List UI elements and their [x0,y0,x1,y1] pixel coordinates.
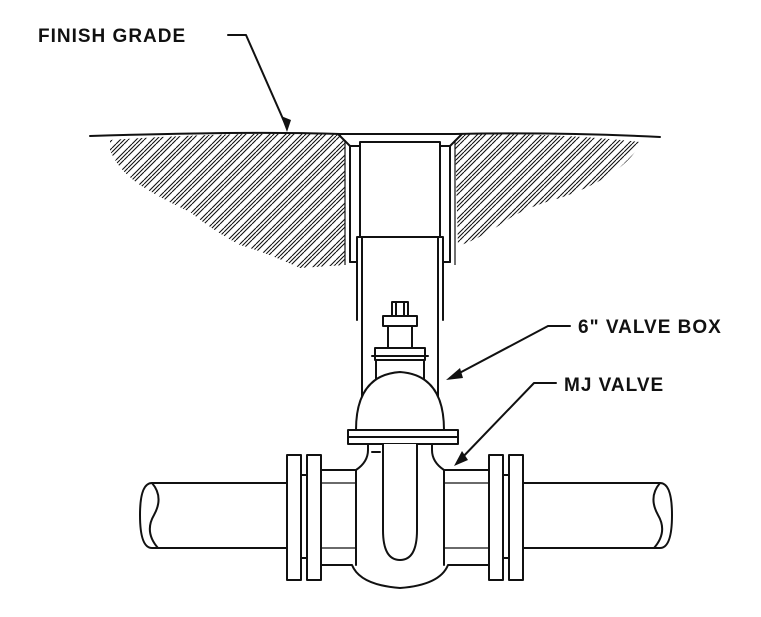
mj-valve-arrowhead [454,451,468,466]
pipe-left [139,482,291,549]
operating-nut [371,301,429,386]
flange-left-outer [286,454,302,581]
valve-box-leader [449,325,571,379]
finish-grade-label: FINISH GRADE [38,26,186,47]
pipe-right [519,482,673,549]
flange-left-inner [300,454,322,581]
valve-bonnet [355,371,445,431]
finish-grade-leader [227,34,288,129]
mj-valve-leader [457,382,557,463]
gate-wedge [382,443,418,561]
flange-right-outer [502,454,524,581]
mj-valve-label: MJ VALVE [564,375,664,396]
soil-left [110,133,345,268]
flange-right-inner [488,454,504,581]
valve-box [337,133,463,401]
finish-grade-line [89,131,661,138]
valve-box-arrowhead [446,368,463,380]
valve-box-label: 6" VALVE BOX [578,317,722,338]
finish-grade-arrowhead [281,116,291,132]
soil-right [455,133,640,246]
